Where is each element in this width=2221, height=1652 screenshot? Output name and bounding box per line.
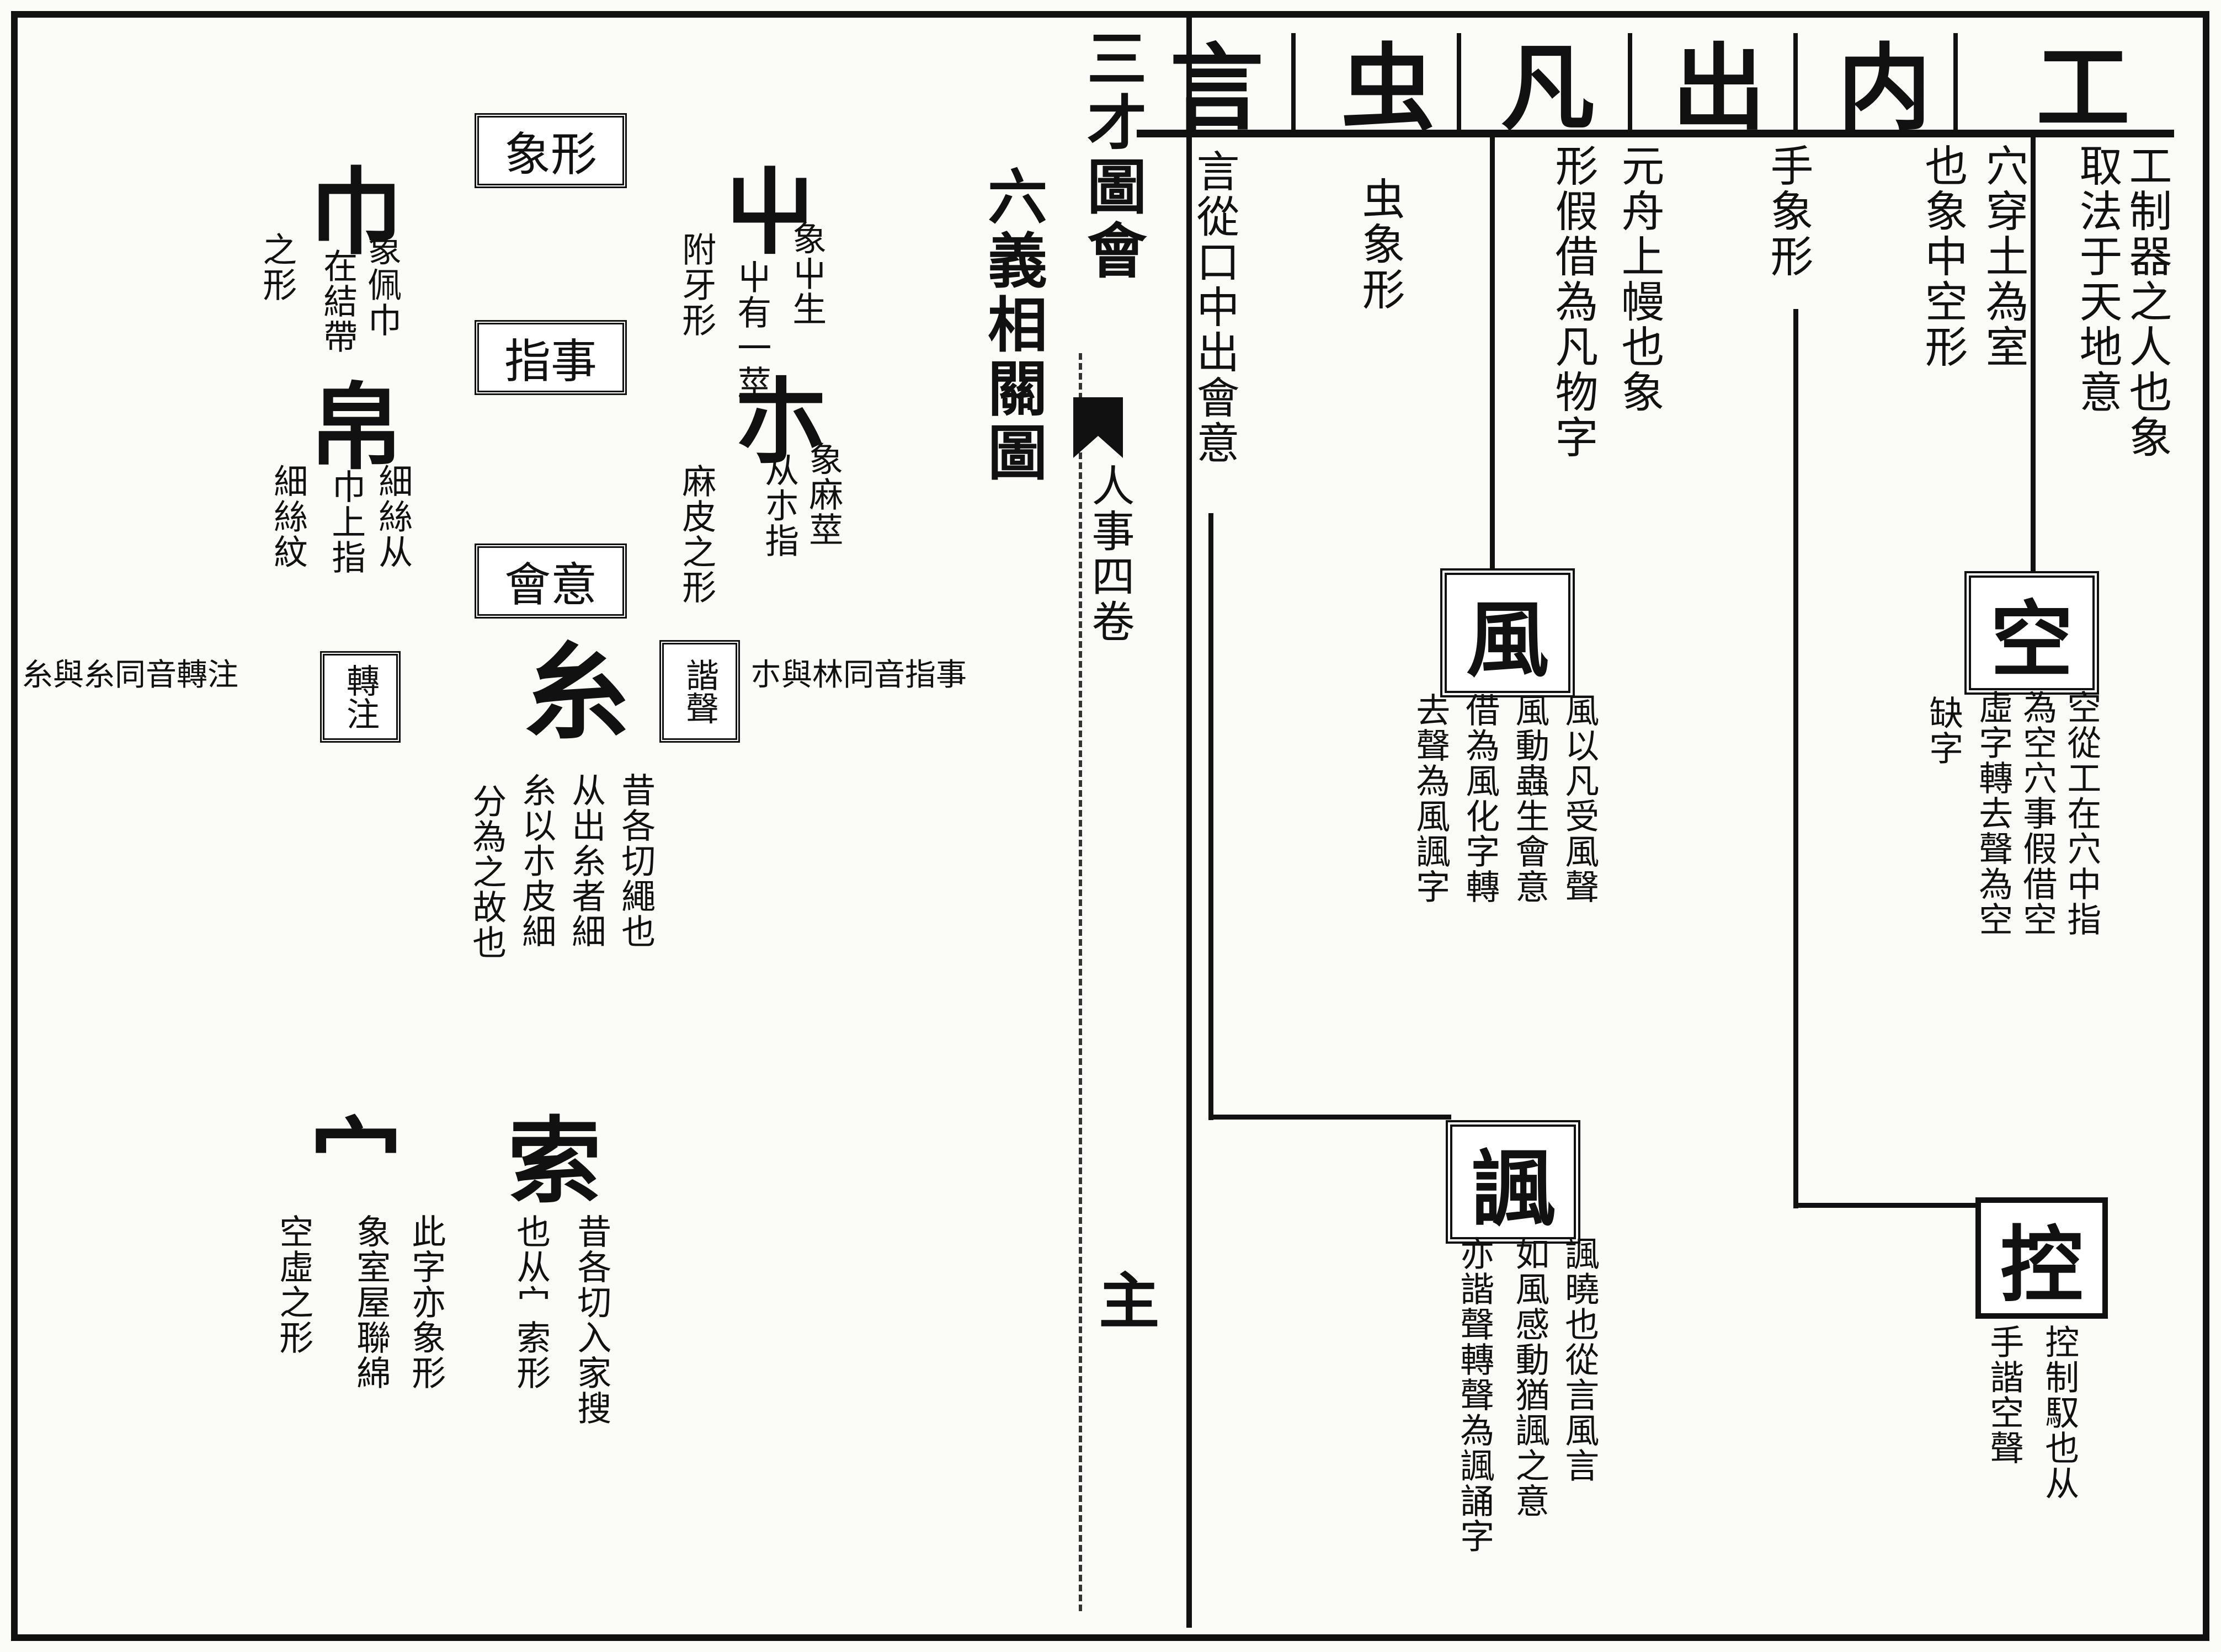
tag-xiangxing: 象形 [475,113,627,188]
che-note-a: 象屮生 [786,221,827,327]
header-glyph-yan: 言 [1169,33,1264,143]
fishtail-mark-icon [1073,397,1123,460]
tag-xiesheng: 諧聲 [659,640,740,743]
char-suo: 索 [508,1106,602,1217]
header-divider [1291,33,1296,132]
seal-feng: 風 [1440,568,1575,697]
row-note-right: 朩與林同音指事 [750,657,967,693]
note-yan: 言從口中出會意 [1189,149,1239,466]
si-note-d: 分為之故也 [466,784,507,960]
seal-kong2: 控 [1975,1197,2108,1319]
margin-source: 三才圖會 [1077,28,1147,284]
note-kong-d: 缺字 [1923,695,1964,766]
header-glyph-fan: 凡 [1500,33,1595,143]
tag-huiyi: 會意 [475,543,627,619]
char-jin: 巾 [309,157,403,268]
note-gong-a: 工制器之人也象 [2122,143,2172,460]
pin-note-a: 象麻莖 [803,441,844,547]
che-note-c: 附牙形 [676,232,717,338]
center-fold-line [1186,17,1192,1628]
note-kong-a: 空從工在穴中指 [2061,690,2102,937]
header-divider [1628,33,1632,132]
header-glyph-nei: 内 [1837,33,1931,143]
margin-volume: 人事四卷 [1084,463,1135,644]
connector-nei [2031,135,2036,571]
note-nei-a: 穴穿土為室 [1978,143,2028,370]
note-feng2-b: 如風感動猶諷之意 [1509,1236,1550,1518]
che-note-b: 屮有一莖 [731,259,772,401]
header-rule [1137,130,2174,137]
pin-note-b: 从朩指 [759,452,800,558]
tag-zhishi: 指事 [475,320,627,395]
note-chu: 手象形 [1763,143,1813,279]
note-feng2-c: 亦諧聲轉聲為諷誦字 [1454,1236,1495,1554]
note-kong2-a: 控制馭也从 [2039,1324,2080,1501]
note-feng-d: 去聲為風諷字 [1410,692,1451,904]
connector-chu [1793,309,1798,1208]
diagram-title: 六義相關圖 [978,166,1048,486]
center-dashed-guide [1079,353,1082,1611]
char-si: 糸 [524,631,630,754]
char-che: 屮 [723,157,817,268]
connector-chu-h [1793,1203,1975,1208]
suo-note-b: 也从宀索形 [510,1214,551,1390]
header-divider [1457,33,1461,132]
header-divider [1793,33,1798,132]
header-glyph-chu: 出 [1671,33,1766,143]
note-nei-b: 也象中空形 [1918,143,1968,370]
jin-note-a: 象佩巾 [361,232,402,338]
note-feng2-a: 諷曉也從言風言 [1559,1236,1600,1483]
pin-note-c: 麻皮之形 [676,463,717,605]
seal-feng2: 諷 [1446,1120,1580,1244]
bo-note-a: 細絲从 [372,463,413,569]
row-note-left: 糸與糸同音轉注 [22,657,238,693]
jin-note-b: 在結帶 [317,248,358,354]
note-fan-b: 形假借為凡物字 [1548,143,1598,460]
bo-note-b: 巾上指 [326,469,366,575]
connector-yan [1208,513,1213,1120]
note-kong2-b: 手諧空聲 [1984,1324,2025,1466]
note-chong: 虫象形 [1355,177,1405,312]
char-bo: 帛 [309,372,403,483]
note-fan-a: 元舟上幔也象 [1614,143,1664,415]
note-feng-a: 風以凡受風聲 [1559,692,1600,904]
note-kong-b: 為空穴事假借空 [2017,690,2058,937]
connector-fan [1490,135,1495,571]
margin-page-number: 主 [1088,1269,1160,1334]
page-frame [11,11,2209,1641]
suo-note-a: 昔各切入家搜 [571,1214,612,1426]
char-mian: 宀 [309,1106,403,1217]
char-pin: 朩 [734,367,828,477]
tag-zhuanzhu: 轉注 [320,651,401,743]
bo-note-c: 細絲紋 [268,463,308,569]
mian-note-c: 空虛之形 [273,1214,314,1355]
note-kong-c: 虛字轉去聲為空 [1973,690,2014,937]
si-note-c: 糸以朩皮細 [516,772,557,949]
jin-note-c: 之形 [257,232,297,302]
seal-kong: 空 [1964,571,2099,695]
note-gong-b: 取法于天地意 [2072,143,2122,415]
header-glyph-chong: 虫 [1340,33,1435,143]
mian-note-b: 象室屋聯綿 [350,1214,391,1390]
header-glyph-gong: 工 [2036,33,2130,143]
note-feng-b: 風動蟲生會意 [1509,692,1550,904]
mian-note-a: 此字亦象形 [406,1214,446,1390]
connector-yan-h [1208,1115,1451,1120]
si-note-b: 从出糸者細 [566,772,606,949]
si-note-a: 昔各切繩也 [615,772,656,949]
note-feng-c: 借為風化字轉 [1460,692,1500,904]
header-divider [1953,33,1958,132]
